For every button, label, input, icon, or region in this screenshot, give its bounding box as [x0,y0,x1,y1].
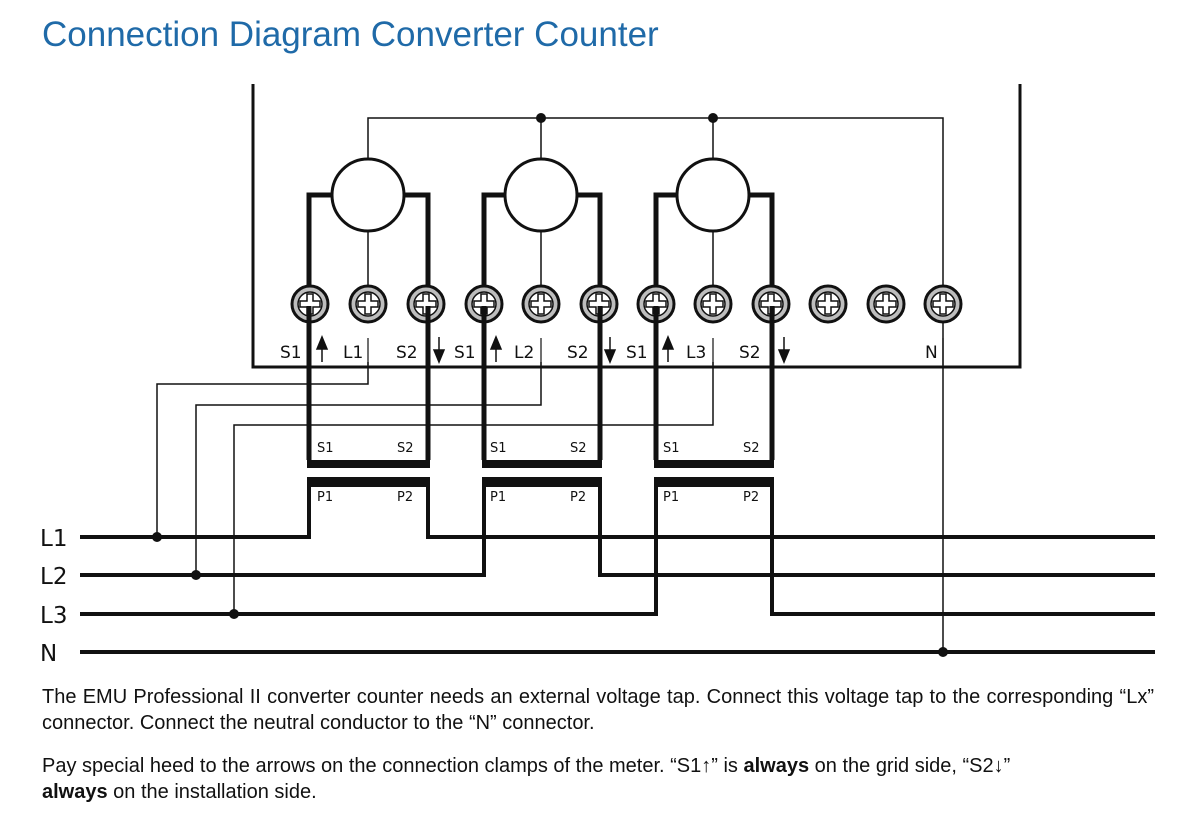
emphasis-always: always [743,755,810,777]
arrow-up-icon [489,335,503,362]
warning-paragraph: Pay special heed to the arrows on the co… [42,753,1154,805]
instruction-paragraph: The EMU Professional II converter counte… [42,686,1154,734]
line-l1 [80,483,1155,539]
ct-label-p2: P2 [570,490,586,505]
junction-dot [229,609,239,619]
ct-label-p1: P1 [663,490,679,505]
line-label-l3: L3 [40,603,67,629]
ct-label-p2: P2 [397,490,413,505]
ct-label-s1: S1 [317,441,334,456]
junction-dots [152,532,948,657]
emphasis-always: always [42,781,108,803]
current-transformer-2: S1 S2 P1 P2 [482,441,602,505]
terminal-screw [693,284,733,324]
warning-text: on the grid side, “S2↓” [809,755,1011,777]
junction-dot [536,113,546,123]
line-label-l1: L1 [40,526,67,552]
coil-circle-1 [330,157,406,233]
arrow-up-icon [661,335,675,362]
terminal-label-s2: S2 [567,343,589,363]
ct-label-p1: P1 [490,490,506,505]
current-transformer-1: S1 S2 P1 P2 [307,441,430,505]
terminal-block [290,284,963,324]
meter-coils [330,157,751,233]
arrow-down-icon [432,337,446,364]
terminal-screw [636,284,676,324]
terminal-screw [751,284,791,324]
terminal-label-s2: S2 [739,343,761,363]
arrow-up-icon [315,335,329,362]
terminal-screw [923,284,963,324]
terminal-label-l2: L2 [514,343,534,363]
line-l3 [80,483,1155,616]
connection-diagram: S1 L1 S2 S1 L2 S2 S1 L3 S2 N [40,84,1155,667]
line-labels: L1 L2 L3 N [40,526,67,667]
junction-dot [191,570,201,580]
line-label-n: N [40,641,57,667]
junction-dot [708,113,718,123]
line-label-l2: L2 [40,564,67,590]
terminal-screw [808,284,848,324]
terminal-screw [348,284,388,324]
voltage-tap-wires [156,322,944,652]
coil-circle-2 [503,157,579,233]
ct-label-p1: P1 [317,490,333,505]
terminal-label-l3: L3 [686,343,706,363]
meter-housing [251,84,1022,369]
terminal-label-s1: S1 [626,343,648,363]
terminal-label-s1: S1 [454,343,476,363]
ct-label-s1: S1 [663,441,680,456]
line-l2 [80,483,1155,577]
ct-secondary-wires [306,306,775,460]
current-transformer-3: S1 S2 P1 P2 [654,441,774,505]
terminal-screw [866,284,906,324]
coil-circle-3 [675,157,751,233]
arrow-down-icon [603,337,617,364]
ct-label-s1: S1 [490,441,507,456]
page-title: Connection Diagram Converter Counter [42,15,659,54]
ct-label-p2: P2 [743,490,759,505]
junction-dot [152,532,162,542]
terminal-labels: S1 L1 S2 S1 L2 S2 S1 L3 S2 N [280,343,938,363]
ct-label-s2: S2 [570,441,587,456]
ct-label-s2: S2 [743,441,760,456]
direction-arrows [315,335,791,364]
terminal-label-s2: S2 [396,343,418,363]
arrow-down-icon [777,337,791,364]
terminal-screw [521,284,561,324]
warning-text: Pay special heed to the arrows on the co… [42,755,744,777]
main-lines [80,483,1155,654]
ct-label-s2: S2 [397,441,414,456]
terminal-label-s1: S1 [280,343,302,363]
warning-text: on the installation side. [107,781,317,803]
terminal-label-l1: L1 [343,343,363,363]
junction-dot [938,647,948,657]
terminal-label-n: N [925,343,938,363]
